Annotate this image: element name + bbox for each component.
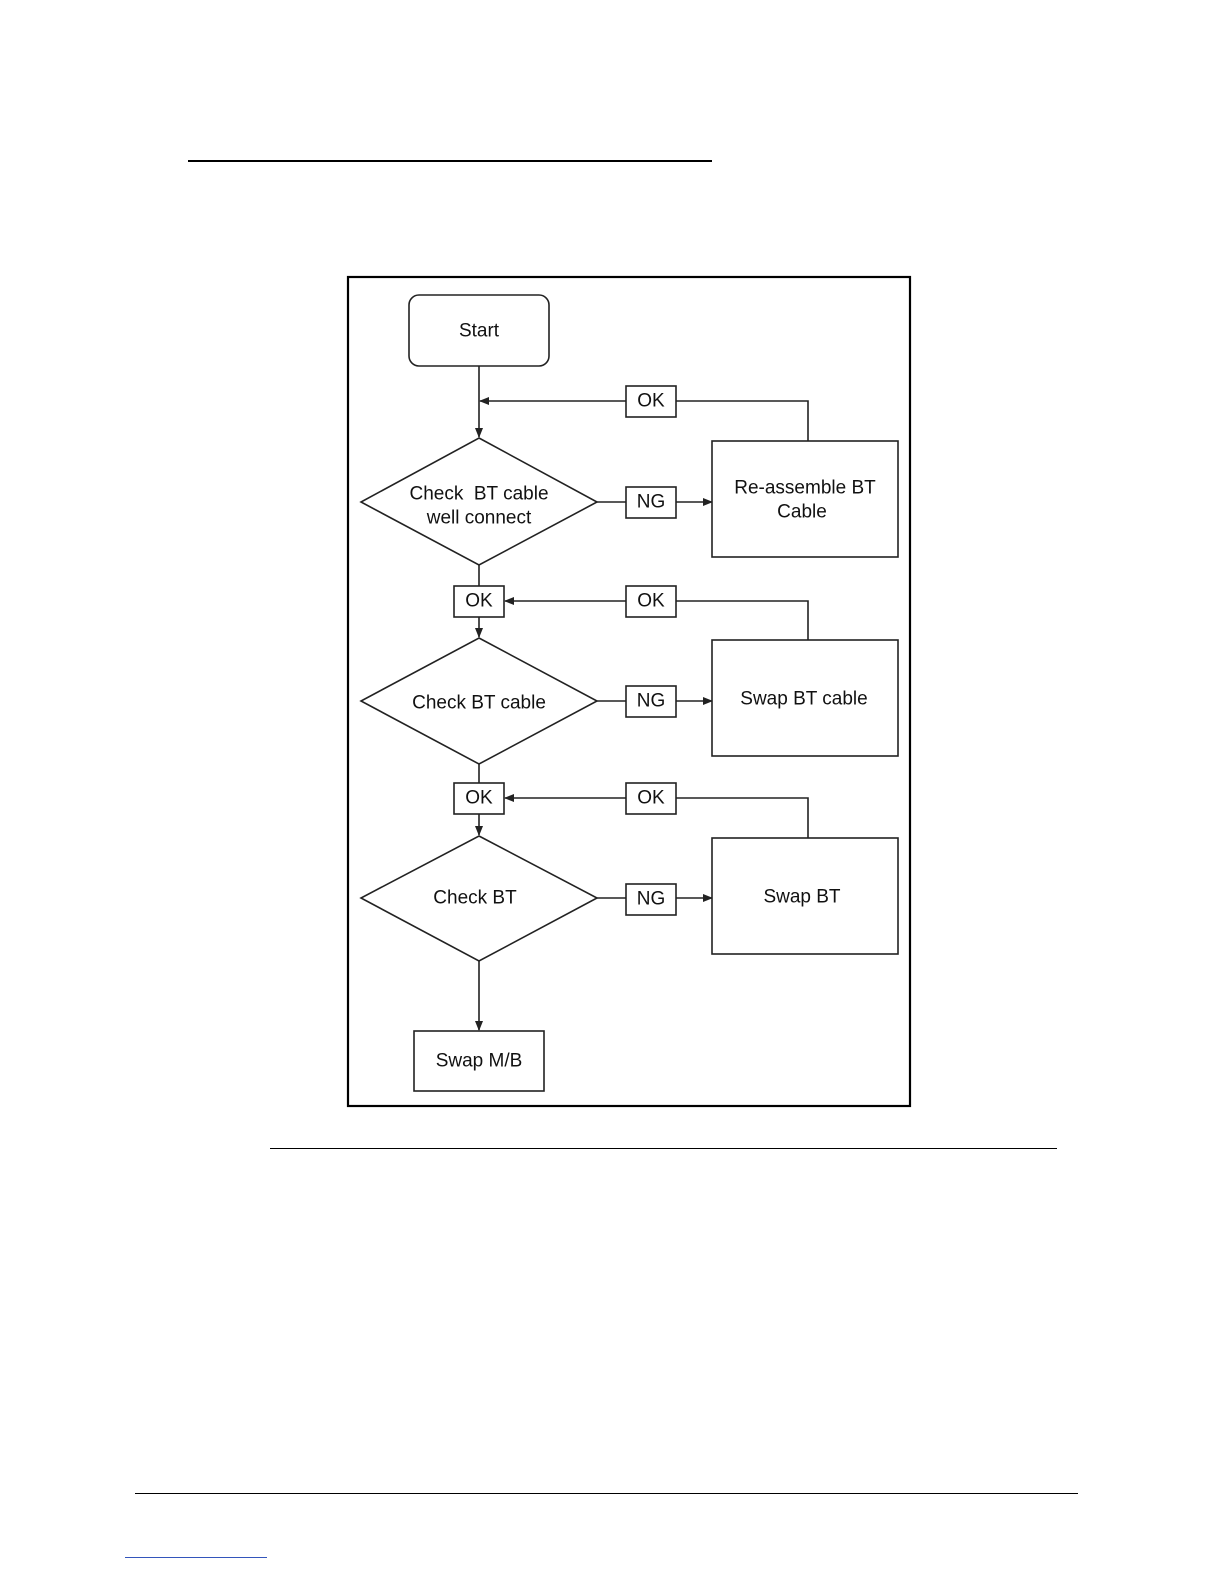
action-1-label-line-2: Cable	[777, 502, 827, 523]
edge-action-3-ok-up	[676, 798, 808, 838]
decision-2-label: Check BT cable	[412, 693, 546, 714]
action-1-label-line-1: Re-assemble BT	[734, 478, 876, 499]
ok-tag-action-2-label: OK	[637, 591, 665, 612]
ng-tag-decision-1-label: NG	[637, 492, 666, 513]
ok-tag-decision-1-label: OK	[465, 591, 493, 612]
ng-tag-decision-2-label: NG	[637, 691, 666, 712]
ok-tag-decision-2-label: OK	[465, 788, 493, 809]
decision-1-label-line-2: well connect	[426, 508, 532, 529]
decision-1-label-line-1: Check BT cable	[409, 484, 548, 505]
ok-tag-action-1-label: OK	[637, 391, 665, 412]
edge-action-2-ok-up	[676, 601, 808, 640]
ng-tag-decision-3-label: NG	[637, 889, 666, 910]
end-label: Swap M/B	[436, 1051, 523, 1072]
edge-action-1-ok-up	[676, 401, 808, 441]
action-3-label: Swap BT	[763, 887, 840, 908]
ok-tag-action-3-label: OK	[637, 788, 665, 809]
start-label: Start	[459, 321, 500, 342]
decision-3-label: Check BT	[433, 888, 517, 909]
action-2-label: Swap BT cable	[740, 689, 867, 710]
action-1-box	[712, 441, 898, 557]
